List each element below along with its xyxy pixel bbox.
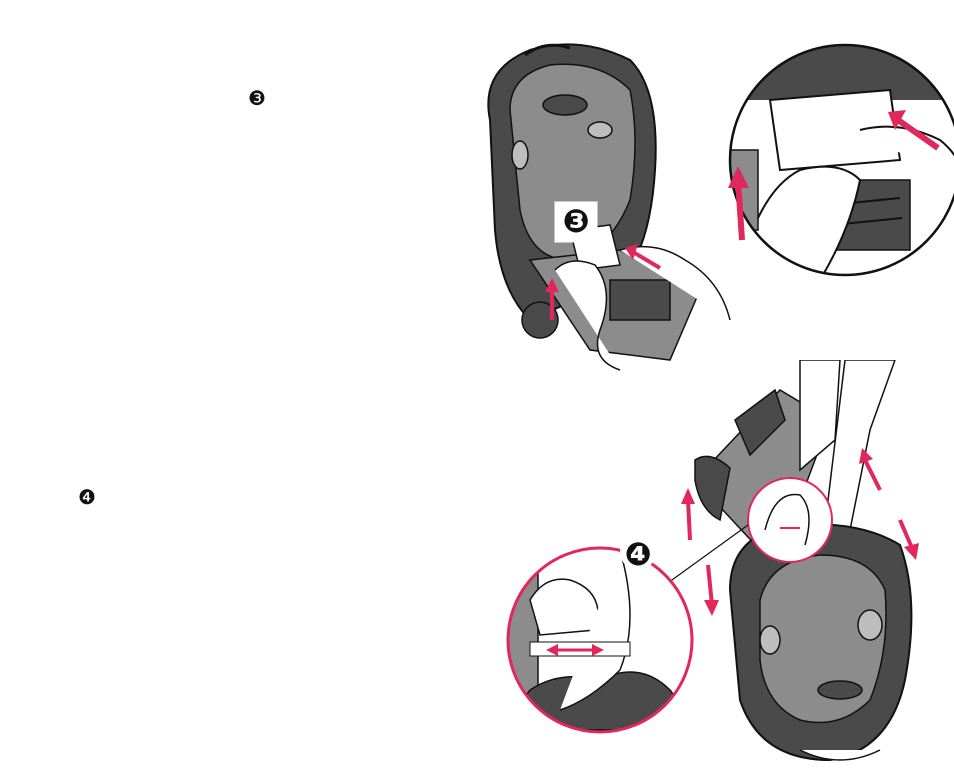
step-4-reference: ❹ <box>78 487 96 507</box>
step-3-illustration: ❸ <box>470 30 954 380</box>
car-seat-release-drawing: ❸ <box>470 30 954 380</box>
step-4-callout: ❹ <box>624 535 651 573</box>
step-4-illustration: ❹ <box>500 360 954 773</box>
step-3-reference: ❸ <box>248 88 266 108</box>
car-seat-lift-drawing: ❹ <box>500 360 954 773</box>
step-3-callout: ❸ <box>562 202 589 240</box>
